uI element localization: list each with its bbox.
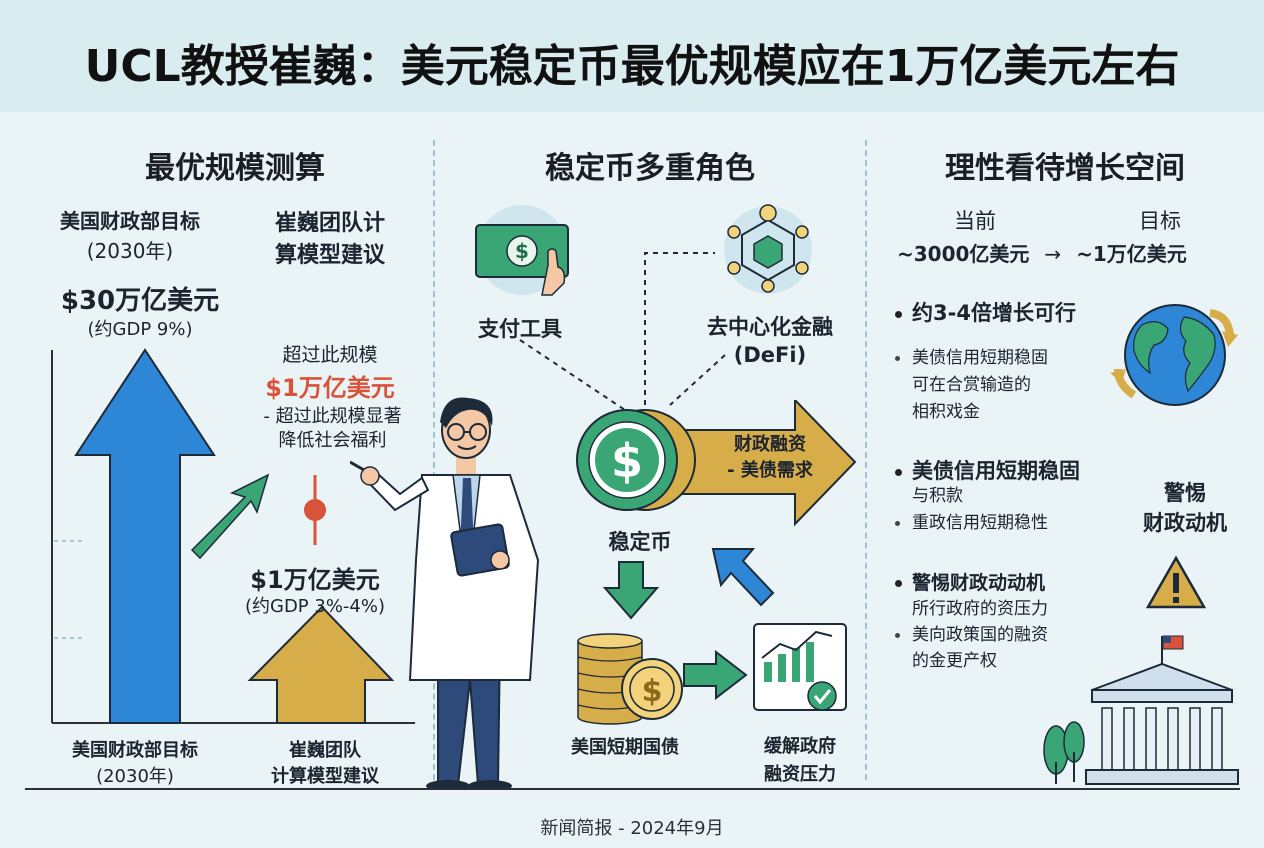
threshold-value: $1万亿美元 [265,374,395,402]
stablecoin-icon: $ [576,409,696,511]
bottom-right-label: 崔巍团队 计算模型建议 [271,740,379,787]
cui-label: 崔巍团队计 算模型建议 [274,211,385,268]
return-arrow-icon [711,548,775,607]
relief-label: 缓解政府 融资压力 [764,736,836,785]
small-value-note: (约GDP 3%-4%) [244,596,386,617]
role-connectors [519,252,726,411]
bullet-2-detail: 与积款 重政信用短期稳性 [895,483,1115,537]
current-label: 当前 [954,209,996,233]
treasury-coins-icon: $ [577,633,683,725]
current-value: ~3000亿美元 [897,242,1030,266]
relief-chart-document-icon [753,623,847,711]
bullet-2-title: 美债信用短期稳固 [895,455,1135,485]
ground-line [25,788,1240,790]
col2-heading: 稳定币多重角色 [545,151,755,186]
professor-illustration [350,397,540,790]
alert-label: 警惕 财政动机 [1143,481,1227,535]
bullet-3-detail: 所行政府的资压力 美向政策国的融资 的金更产权 [895,596,1115,674]
big-value-note: (约GDP 9%) [87,319,193,340]
bottom-left-label: 美国财政部目标 (2030年) [72,740,198,787]
bullet-1-title: 约3-4倍增长可行 [895,297,1125,327]
col3-heading: 理性看待增长空间 [945,151,1185,186]
defi-network-icon [724,204,812,294]
payment-cash-icon: $ [475,205,569,296]
bullet-3-title: 警惕财政动动机 [895,568,1135,595]
big-value: $30万亿美元 [60,286,220,316]
right-arrow-icon [683,650,748,700]
svg-text:$: $ [515,239,529,263]
government-building-icon [1043,635,1239,785]
bullet-1-detail: 美债信用短期稳固 可在合赏输造的 相积戏金 [895,345,1095,426]
target-value: ~1万亿美元 [1076,242,1187,266]
stablecoin-label: 稳定币 [608,530,672,554]
svg-text:$: $ [611,434,643,488]
column-divider [433,140,435,780]
threshold-note: - 超过此规模显著 降低社会福利 [263,406,402,451]
treasury-label: 美国财政部目标 [60,209,200,233]
page-title: UCL教授崔巍：美元稳定币最优规模应在1万亿美元左右 [84,41,1180,92]
cui-proposal-arrow [247,605,395,724]
right-arrow-glyph: → [1044,242,1062,266]
growth-comparison: ~3000亿美元 → ~1万亿美元 [897,238,1237,267]
warning-icon [1145,555,1207,609]
svg-text:$: $ [642,674,663,709]
title-band [0,0,1264,112]
col1-heading: 最优规模测算 [145,151,325,186]
down-arrow-icon [603,561,659,620]
fiscal-label: 财政融资 - 美债需求 [727,434,813,481]
growth-arrow [190,473,270,560]
treasury-year: (2030年) [86,239,174,263]
treasury-target-arrow [74,348,216,724]
globe-icon [1110,304,1238,406]
tbill-label: 美国短期国债 [571,737,679,758]
target-label: 目标 [1139,209,1181,233]
small-value: $1万亿美元 [250,566,380,594]
payment-label: 支付工具 [478,317,562,341]
over-label: 超过此规模 [282,344,378,366]
scale-comparison-graphic [51,348,415,724]
footer-source: 新闻简报 - 2024年9月 [540,818,724,839]
defi-label: 去中心化金融 (DeFi) [707,315,833,367]
column-divider [865,140,867,780]
